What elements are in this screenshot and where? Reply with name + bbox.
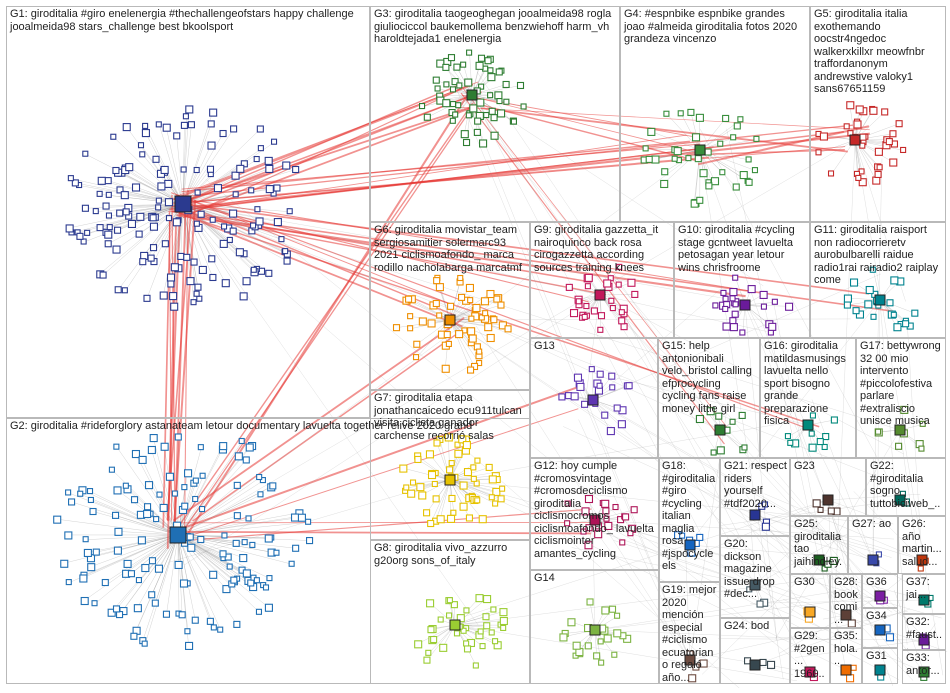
group-box-g14: G14	[530, 570, 660, 684]
group-box-g29: G29: #2gen... 1960...	[790, 628, 830, 684]
group-label-g21: G21: respect riders yourself #tdf2020...	[724, 460, 787, 510]
group-box-g32: G32: #faust...	[902, 614, 946, 650]
group-box-g9: G9: giroditalia gazzetta_it nairoquinco …	[530, 222, 674, 338]
group-box-g17: G17: bettywrong 32 00 mio intervento #pi…	[856, 338, 946, 458]
group-box-g25: G25: giroditalia tao jaihindley...	[790, 516, 848, 574]
group-label-g30: G30	[794, 576, 827, 589]
group-box-g22: G22: #giroditalia sogno tuttobiciweb_...	[866, 458, 946, 516]
group-label-g28: G28: book comi... very...	[834, 576, 859, 628]
group-box-g4: G4: #espnbike espnbike grandes joao #alm…	[620, 6, 810, 222]
group-box-g3: G3: giroditalia taogeoghegan jooalmeida9…	[370, 6, 620, 222]
group-box-g37: G37: jai...	[902, 574, 946, 614]
group-label-g6: G6: giroditalia movistar_team sergiosami…	[374, 224, 527, 274]
group-label-g24: G24: bod	[724, 620, 787, 633]
group-label-g9: G9: giroditalia gazzetta_it nairoquinco …	[534, 224, 671, 274]
group-box-g26: G26: año martin... salud...	[898, 516, 946, 574]
group-label-g31: G31	[866, 650, 895, 663]
group-box-g30: G30	[790, 574, 830, 628]
group-label-g36: G36	[866, 576, 895, 589]
group-box-g12: G12: hoy cumple #cromosvintage #cromosde…	[530, 458, 660, 570]
group-label-g8: G8: giroditalia vivo_azzurro g20org sons…	[374, 542, 527, 567]
group-box-g19: G19: mejor 2020 mención especial #ciclis…	[658, 582, 720, 684]
group-label-g13: G13	[534, 340, 655, 353]
group-label-g12: G12: hoy cumple #cromosvintage #cromosde…	[534, 460, 657, 560]
group-label-g16: G16: giroditalia matildasmusings lavuelt…	[764, 340, 853, 428]
group-label-g26: G26: año martin... salud...	[902, 518, 943, 568]
group-label-g3: G3: giroditalia taogeoghegan jooalmeida9…	[374, 8, 617, 46]
group-label-g27: G27: ao	[852, 518, 895, 531]
group-label-g11: G11: giroditalia raisport non radiocorri…	[814, 224, 943, 287]
group-box-g8: G8: giroditalia vivo_azzurro g20org sons…	[370, 540, 530, 684]
group-box-g15: G15: help antonionibali velo_bristol cal…	[658, 338, 760, 458]
group-label-g4: G4: #espnbike espnbike grandes joao #alm…	[624, 8, 807, 46]
group-label-g22: G22: #giroditalia sogno tuttobiciweb_...	[870, 460, 943, 516]
group-box-g16: G16: giroditalia matildasmusings lavuelt…	[760, 338, 856, 458]
group-label-g14: G14	[534, 572, 657, 585]
group-label-g7: G7: giroditalia etapa jonathancaicedo ec…	[374, 392, 527, 442]
group-box-g1: G1: giroditalia #giro enelenergia #thech…	[6, 6, 370, 418]
group-box-g24: G24: bod	[720, 618, 790, 684]
group-label-g20: G20: dickson magazine issue drop #dec...	[724, 538, 787, 601]
group-label-g15: G15: help antonionibali velo_bristol cal…	[662, 340, 757, 415]
group-label-g33: G33: antor...	[906, 652, 943, 677]
group-box-g13: G13	[530, 338, 658, 458]
group-label-g1: G1: giroditalia #giro enelenergia #thech…	[10, 8, 367, 33]
group-label-g5: G5: giroditalia italia exothemando oocst…	[814, 8, 943, 96]
group-label-g19: G19: mejor 2020 mención especial #ciclis…	[662, 584, 717, 684]
group-box-g7: G7: giroditalia etapa jonathancaicedo ec…	[370, 390, 530, 540]
group-box-g5: G5: giroditalia italia exothemando oocst…	[810, 6, 946, 222]
group-label-g23: G23	[794, 460, 863, 473]
group-label-g10: G10: giroditalia #cycling stage gcntweet…	[678, 224, 807, 274]
group-box-g6: G6: giroditalia movistar_team sergiosami…	[370, 222, 530, 390]
group-box-g33: G33: antor...	[902, 650, 946, 684]
group-box-g10: G10: giroditalia #cycling stage gcntweet…	[674, 222, 810, 338]
group-box-g35: G35: hola...	[830, 628, 862, 684]
group-box-g23: G23	[790, 458, 866, 516]
group-label-g25: G25: giroditalia tao jaihindley...	[794, 518, 845, 574]
group-box-g11: G11: giroditalia raisport non radiocorri…	[810, 222, 946, 338]
group-label-g29: G29: #2gen... 1960...	[794, 630, 827, 684]
group-label-g37: G37: jai...	[906, 576, 943, 601]
group-box-g18: G18: #giroditalia #giro #cycling italian…	[658, 458, 720, 582]
group-box-g27: G27: ao	[848, 516, 898, 574]
group-box-g20: G20: dickson magazine issue drop #dec...	[720, 536, 790, 618]
group-box-g21: G21: respect riders yourself #tdf2020...	[720, 458, 790, 536]
group-box-g36: G36	[862, 574, 898, 608]
group-box-g31: G31	[862, 648, 898, 684]
group-label-g34: G34	[866, 610, 895, 623]
group-label-g32: G32: #faust...	[906, 616, 943, 650]
group-box-g34: G34	[862, 608, 898, 648]
group-label-g35: G35: hola...	[834, 630, 859, 668]
group-label-g18: G18: #giroditalia #giro #cycling italian…	[662, 460, 717, 573]
group-box-g28: G28: book comi... very...	[830, 574, 862, 628]
group-label-g17: G17: bettywrong 32 00 mio intervento #pi…	[860, 340, 943, 428]
